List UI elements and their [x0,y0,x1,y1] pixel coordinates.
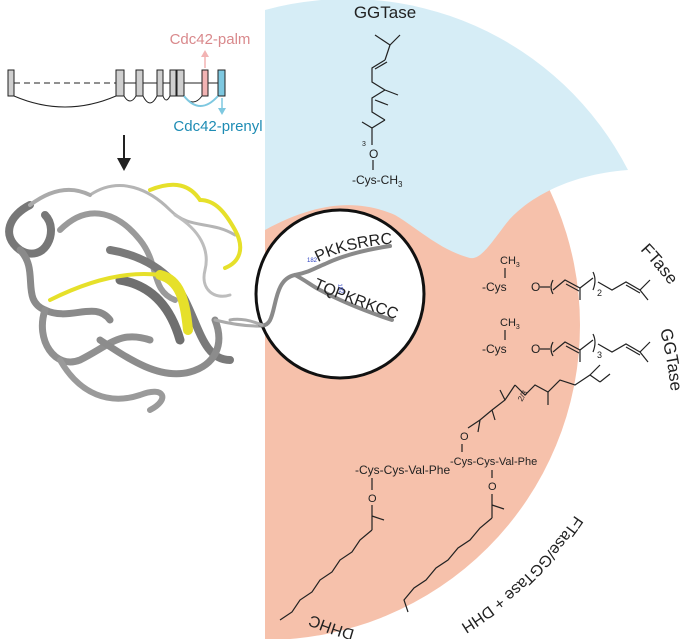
ftase-label: FTase [637,240,682,288]
ft1-o: O [531,280,540,294]
protein-structure [5,182,277,413]
ggtase-right-label: GGTase [656,326,686,391]
residue-number-upper: 182 [307,258,318,264]
palmitoyl-chain-1 [279,505,385,621]
combo-o1: O [460,431,469,443]
tail-strands [228,244,394,328]
exon-palm [201,69,209,97]
geranylgeranyl-structure [361,34,401,145]
ft2-n: 3 [597,350,602,360]
geranylgeranyl-chain-2 [540,333,651,363]
ft1-cys: -Cys [482,280,507,294]
dhhc-peptide: -Cys-Cys-Val-Phe [355,463,450,477]
exon-6 [176,69,185,97]
ft2-ch3: CH3 [500,317,520,331]
splice-arc-prenyl [183,95,219,107]
ft1-ch3: CH3 [500,255,520,269]
gene-structure [7,69,226,108]
exon-1 [7,69,15,97]
ft1-n: 2 [597,288,602,298]
palmitoyl-chain-2 [403,494,505,613]
tail-zoom-circle [254,208,426,380]
exon-2 [115,69,125,97]
combo-prenyl-chain [467,364,611,433]
farnesyl-chain-1 [540,271,651,301]
down-arrow [117,135,131,171]
combo-o2: O [488,481,497,493]
ggtase-top-label: GGTase [354,3,416,22]
ft2-o: O [531,342,540,356]
cdc42-palm-label: Cdc42-palm [170,31,251,48]
cdc42-prenyl-label: Cdc42-prenyl [173,118,262,135]
exon-3 [135,69,144,97]
gg-cys: -Cys-CH3 [352,173,403,189]
splice-arc-1 [13,95,117,108]
combo-peptide: -Cys-Cys-Val-Phe [450,456,537,468]
ft2-cys: -Cys [482,342,507,356]
gene-arrows [201,50,226,115]
exon-5 [169,69,177,97]
gg-sub: 3 [362,141,366,148]
gg-o: O [369,147,378,161]
ggtase-region [265,0,628,259]
residue-number-lower: 182 [336,283,344,295]
dhhc-o: O [368,493,377,505]
exon-prenyl [217,69,226,97]
exon-4 [156,69,164,97]
